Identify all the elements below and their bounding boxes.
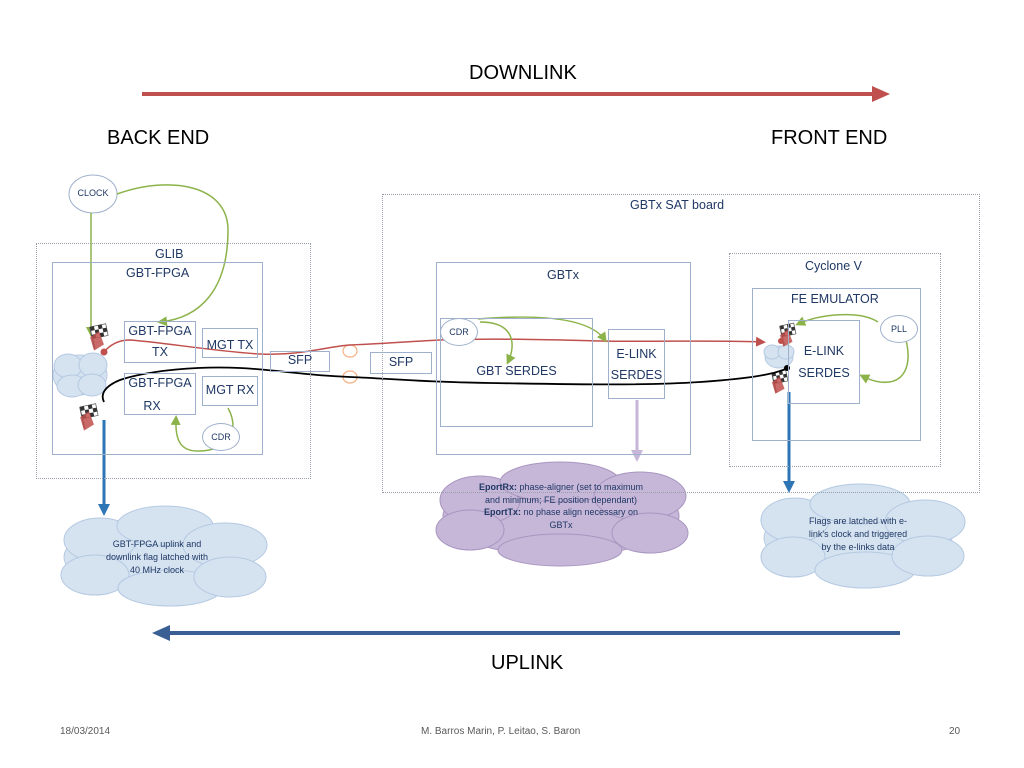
footer-page-number: 20	[949, 726, 961, 737]
eport-tx-label: EportTx:	[483, 507, 521, 517]
gbtx-cdr-circle	[440, 318, 478, 346]
glib-cloud	[52, 352, 108, 398]
glib-board	[36, 243, 311, 479]
gbtx-cdr-links	[477, 316, 607, 365]
gbtx-label: GBTx	[547, 268, 579, 282]
pll-circle	[880, 315, 918, 343]
clock-label: CLOCK	[77, 188, 109, 198]
pll-links	[795, 313, 909, 384]
flag-icon	[89, 323, 109, 351]
front-end-label: FRONT END	[771, 127, 888, 149]
uplink-data-path	[101, 366, 788, 403]
uplink-arrow	[152, 625, 900, 641]
footer-date: 18/03/2014	[60, 726, 111, 737]
uplink-label: UPLINK	[491, 652, 564, 674]
gbt-fpga-label: GBT-FPGA	[126, 266, 190, 280]
fe-note-line-1: Flags are latched with e-	[808, 516, 908, 526]
fe-elink-serdes-label-2: SERDES	[798, 366, 850, 380]
fe-note-line-3: by the e-links data	[821, 542, 895, 552]
fe-note-line-2: link's clock and triggered	[808, 529, 908, 539]
fe-emulator-label: FE EMULATOR	[791, 292, 879, 306]
downlink-dot	[100, 348, 108, 356]
gbt-fpga-rx-label-2: RX	[143, 399, 161, 413]
glib-cdr-circle	[202, 423, 240, 451]
fe-red-dot	[778, 338, 784, 344]
fe-emulator-block	[752, 288, 921, 441]
flag-icon	[771, 369, 789, 394]
gbt-fpga-tx-label-1: GBT-FPGA	[128, 324, 192, 338]
glib-note-line-1: GBT-FPGA uplink and	[112, 539, 202, 549]
downlink-data-path	[103, 336, 766, 356]
flag-icon	[79, 403, 99, 431]
gbtx-elink-serdes-block	[608, 329, 665, 399]
cyclone-v-board	[729, 253, 941, 467]
eport-tx-text: no phase align necessary on GBTx	[520, 507, 639, 530]
gbtx-elink-serdes-label-2: SERDES	[610, 368, 663, 382]
fe-note-cloud	[760, 483, 966, 589]
glib-note-cloud	[60, 505, 268, 607]
sfp-right-label: SFP	[388, 355, 414, 369]
downlink-arrow	[142, 86, 890, 102]
sfp-right-block	[370, 352, 432, 374]
fe-elink-serdes-block	[788, 320, 860, 404]
mgt-rx-label: MGT RX	[205, 383, 255, 397]
gbtx-sat-board-label: GBTx SAT board	[630, 198, 725, 212]
gbt-fpga-tx-label-2: TX	[152, 345, 168, 359]
fe-note-text: Flags are latched with e- link's clock a…	[783, 515, 933, 554]
glib-note-line-2: downlink flag latched with	[105, 552, 209, 562]
gbt-fpga-tx-block	[124, 321, 196, 363]
eport-note-text: EportRx: phase-aligner (set to maximum a…	[478, 481, 644, 531]
footer-authors: M. Barros Marin, P. Leitao, S. Baron	[421, 726, 581, 737]
back-end-label: BACK END	[107, 127, 210, 149]
gbt-fpga-block	[52, 262, 263, 455]
cyclone-v-label: Cyclone V	[805, 259, 862, 273]
eport-rx-text: phase-aligner (set to maximum and minimu…	[484, 482, 644, 505]
gbt-serdes-label: GBT SERDES	[476, 364, 557, 378]
mgt-tx-block	[202, 328, 258, 358]
fe-cloud	[763, 344, 795, 369]
sfp-left-label: SFP	[287, 353, 313, 367]
pll-label: PLL	[890, 324, 907, 334]
fe-elink-serdes-label-1: E-LINK	[803, 344, 845, 358]
glib-note-text: GBT-FPGA uplink and downlink flag latche…	[82, 538, 232, 577]
mgt-rx-block	[202, 376, 258, 406]
gbtx-cdr-label: CDR	[449, 327, 469, 337]
eport-rx-label: EportRx:	[478, 482, 517, 492]
glib-label: GLIB	[155, 247, 184, 261]
downlink-label: DOWNLINK	[469, 62, 577, 84]
gbt-fpga-rx-block	[124, 373, 196, 415]
gbt-serdes-block	[440, 318, 593, 427]
glib-note-line-3: 40 MHz clock	[129, 565, 184, 575]
gbtx-elink-serdes-label-1: E-LINK	[616, 347, 657, 361]
sfp-left-block	[270, 351, 330, 372]
gbtx-block	[436, 262, 691, 455]
gbtx-sat-board	[382, 194, 980, 493]
mgt-tx-label: MGT TX	[206, 338, 254, 352]
gbt-fpga-rx-label-1: GBT-FPGA	[128, 376, 192, 390]
eport-note-cloud	[435, 461, 689, 567]
glib-cdr-label: CDR	[211, 432, 231, 442]
